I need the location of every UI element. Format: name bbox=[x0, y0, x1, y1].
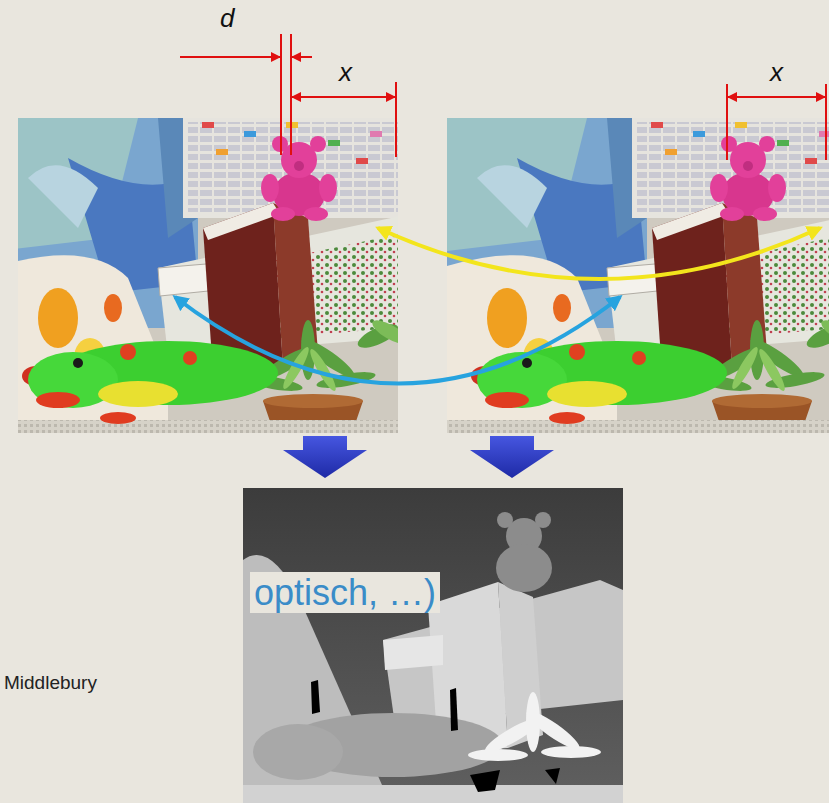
correspondence-arrow bbox=[175, 297, 620, 384]
dimension-label: x bbox=[339, 58, 352, 88]
down-arrow bbox=[470, 436, 554, 478]
correspondence-arrow bbox=[378, 228, 820, 279]
dimension-lines bbox=[180, 34, 826, 160]
left-camera-image bbox=[18, 118, 398, 433]
dimension-label: x bbox=[770, 58, 783, 88]
down-arrow bbox=[283, 436, 367, 478]
source-note: Middlebury bbox=[4, 672, 97, 694]
disparity-map bbox=[243, 488, 623, 803]
slide-text: optisch, …) bbox=[250, 572, 440, 613]
dimension-label: d bbox=[220, 4, 234, 34]
